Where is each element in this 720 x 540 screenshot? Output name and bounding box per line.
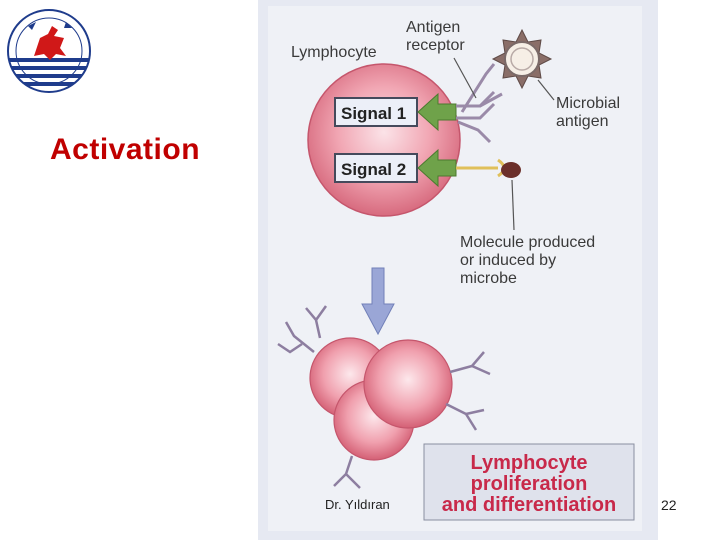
down-arrow [361,267,395,336]
antigen-receptor [456,63,503,144]
molecule-label-line1: Molecule produced [460,234,595,251]
signal-1-box: Signal 1 [334,97,418,127]
proliferating-cell-receptors [277,305,491,489]
university-logo [7,9,91,93]
signal-2-box: Signal 2 [334,153,418,183]
activation-figure: Lymphocyte Signal 1 Signal 2 Antigen rec… [258,0,658,540]
signal-2-label: Signal 2 [341,160,406,179]
microbial-antigen-icon [491,28,553,90]
molecule-pointer [511,179,515,231]
molecule-label-line3: microbe [460,270,517,287]
signal-1-label: Signal 1 [341,104,406,123]
antigen-receptor-pointer [453,57,477,99]
microbial-antigen-label-line1: Microbial [556,95,620,112]
result-label-line2: proliferation [471,473,588,495]
footer-author: Dr. Yıldıran [325,497,390,512]
antigen-receptor-label-line2: receptor [406,37,465,54]
molecule-label-line2: or induced by [460,252,556,269]
antigen-receptor-label-line1: Antigen [406,19,460,36]
microbial-antigen-label-line2: antigen [556,113,609,130]
microbial-antigen-pointer [537,79,555,101]
proliferating-cells [309,337,453,461]
result-label-line1: Lymphocyte [470,452,587,474]
microbe-molecule [501,162,521,178]
lymphocyte-label: Lymphocyte [291,44,377,61]
signal-1-arrow [417,92,457,132]
slide-title: Activation [50,133,201,166]
page-number: 22 [661,497,677,513]
result-box: Lymphocyte proliferation and differentia… [423,443,635,521]
result-label-line3: and differentiation [442,494,616,516]
